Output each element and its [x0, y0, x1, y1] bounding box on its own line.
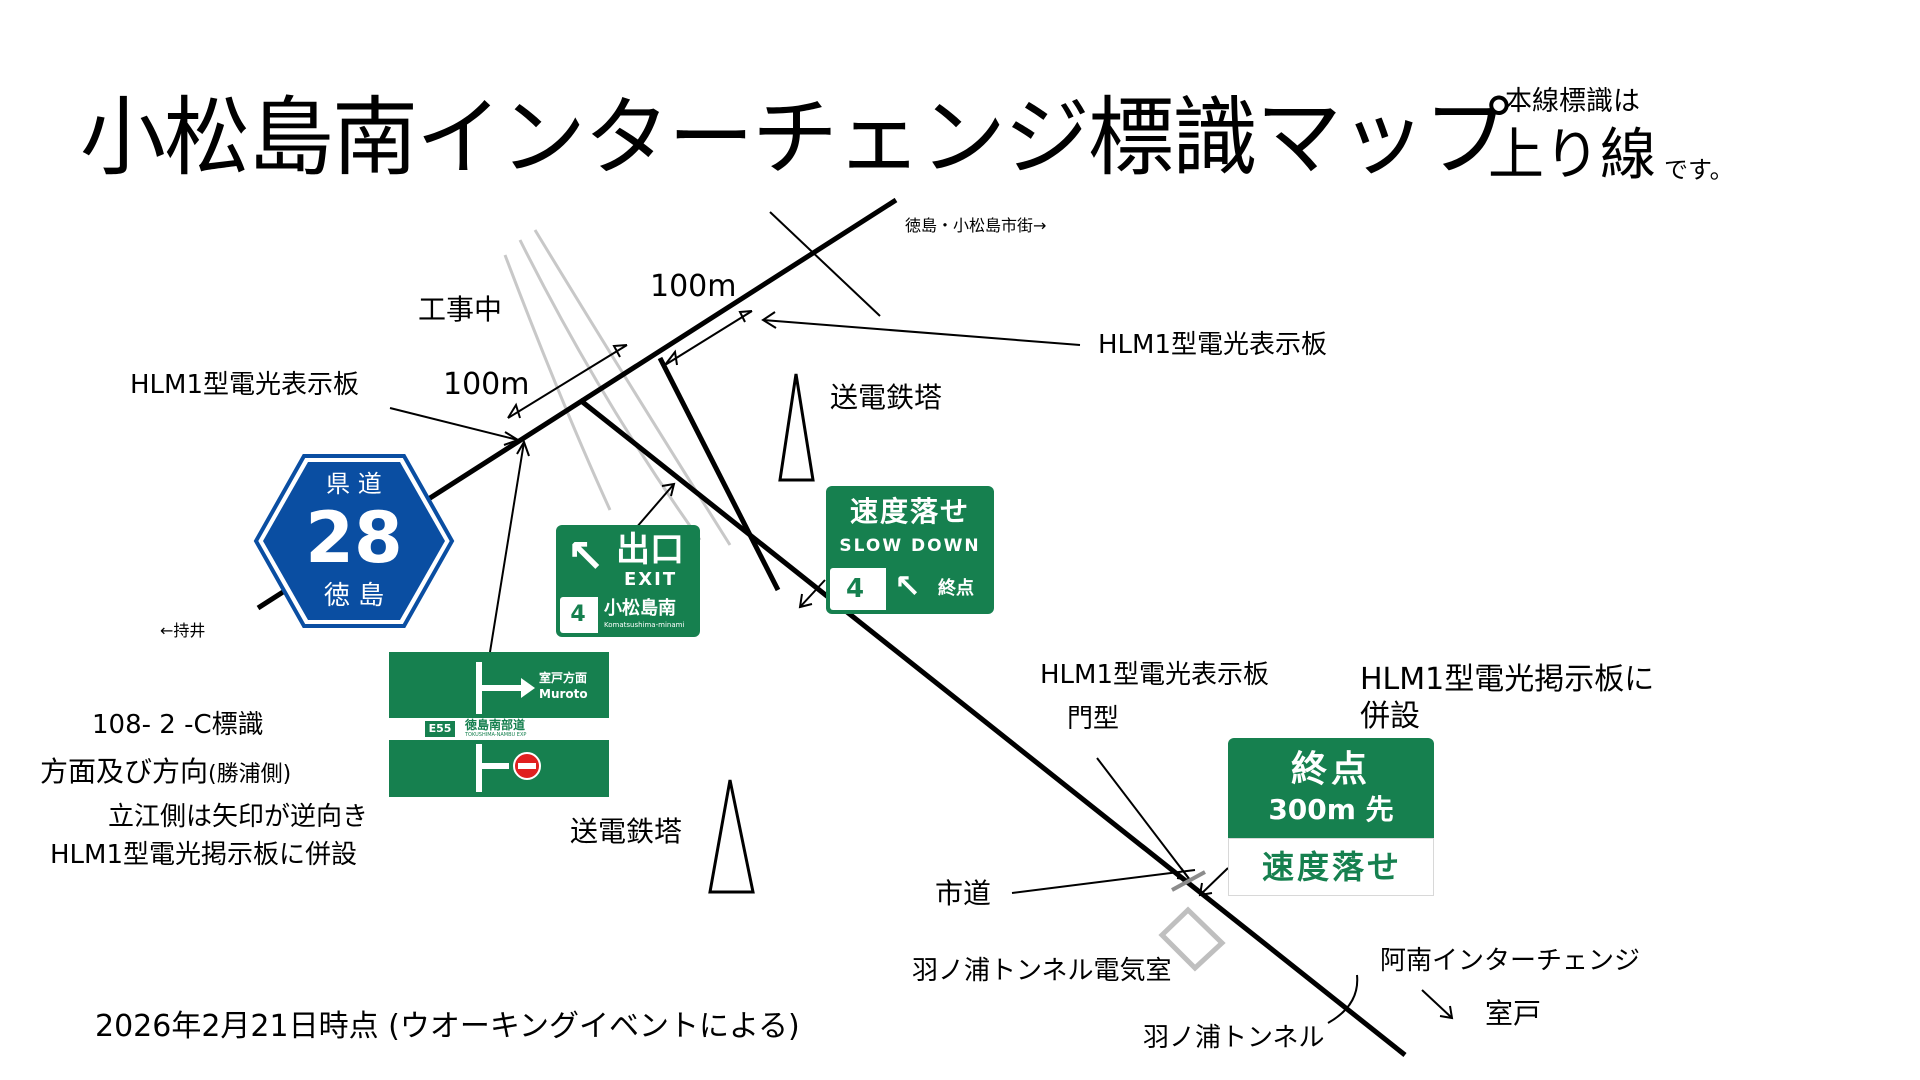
- slow-sign-end: 終点: [938, 578, 974, 599]
- label-108-c: 立江側は矢印が逆向き: [108, 802, 369, 832]
- label-construction: 工事中: [418, 293, 503, 326]
- route-shield-bottom: 徳 島: [324, 581, 384, 611]
- route-shield-top: 県 道: [326, 470, 382, 498]
- label-hlm-gate-a: HLM1型電光表示板: [1040, 660, 1270, 690]
- exit-sign-name-box: 小松島南 Komatsushima-minami: [598, 597, 696, 633]
- end-sign-top: 終点 300m 先: [1228, 738, 1434, 838]
- label-dist-lower: 100m: [443, 367, 530, 402]
- label-hlm-attach-b: 併設: [1360, 699, 1420, 734]
- pointer-tunnel: [1327, 974, 1359, 1024]
- route-shield-fill: [263, 462, 445, 620]
- end-sign-distance: 300m 先: [1268, 793, 1394, 826]
- dir-sign-place-jp: 室戸方面: [539, 671, 588, 685]
- gate-mark: [1171, 870, 1206, 892]
- label-hanoura-tunnel: 羽ノ浦トンネル: [1143, 1023, 1325, 1053]
- dir-sign-route-en: TOKUSHIMA-NAMBU EXP: [465, 732, 527, 738]
- diagonal-road-south: [578, 398, 1407, 1057]
- label-hlm-attach-a: HLM1型電光掲示板に: [1360, 662, 1655, 697]
- city-road-pointer: [1011, 869, 1196, 894]
- exit-sign-name-jp: 小松島南: [604, 598, 676, 619]
- end-sign-slow: 速度落せ: [1261, 848, 1402, 886]
- page-title: 小松島南インターチェンジ標識マップ: [80, 88, 1510, 188]
- exit-sign-en: EXIT: [624, 569, 678, 590]
- muroto-arrow: [1421, 989, 1453, 1019]
- label-hanoura-elec: 羽ノ浦トンネル電気室: [912, 956, 1172, 986]
- pointer-dir-sign: [489, 441, 525, 653]
- exit-sign-jp: 出口: [616, 530, 684, 570]
- note-big: 上り線: [1488, 123, 1656, 188]
- label-108-b-small: (勝浦側): [208, 762, 292, 787]
- label-dist-upper: 100m: [650, 269, 737, 304]
- label-tower-upper: 送電鉄塔: [830, 381, 943, 414]
- cross-line-top: [769, 211, 881, 317]
- route-shield-28: 県 道 28 徳 島: [253, 454, 455, 628]
- slow-down-sign: 速度落せ SLOW DOWN 4 ↖ 終点: [826, 486, 994, 614]
- label-hlm-gate-b: 門型: [1067, 704, 1120, 734]
- slow-arrow-icon: ↖: [894, 567, 921, 605]
- route-shield-number: 28: [305, 497, 402, 579]
- pointer-hlm-right: [762, 319, 1081, 346]
- dir-sign-band: E55 徳島南部道 TOKUSHIMA-NAMBU EXP: [389, 718, 609, 740]
- label-108-d: HLM1型電光掲示板に併設: [50, 840, 358, 870]
- exit-sign-bottom: 4 小松島南 Komatsushima-minami: [560, 597, 696, 633]
- slow-sign-en: SLOW DOWN: [839, 536, 981, 556]
- exit-arrow-icon: ↖: [566, 529, 605, 583]
- end-sign-jp: 終点: [1290, 749, 1371, 790]
- label-muroto: 室戸: [1485, 997, 1542, 1030]
- note-small: 本線標識は: [1505, 86, 1640, 117]
- slow-sign-bottom: 4 ↖ 終点: [830, 568, 990, 610]
- exit-sign-number: 4: [570, 602, 586, 627]
- label-dir-mochii: ←持井: [160, 621, 206, 640]
- distance-arrow-upper: [664, 310, 753, 366]
- construction-curve-1: [503, 254, 612, 511]
- end-sign: 終点 300m 先 速度落せ: [1228, 738, 1434, 896]
- pointer-exit-sign: [635, 483, 675, 529]
- label-date-note: 2026年2月21日時点 (ウオーキングイベントによる): [95, 1009, 800, 1044]
- exit-sign-name-en: Komatsushima-minami: [604, 621, 685, 629]
- direction-sign-108: 室戸方面 Muroto E55 徳島南部道 TOKUSHIMA-NAMBU EX…: [389, 652, 609, 797]
- tower-upper-shape: [778, 373, 815, 482]
- construction-curve-2: [518, 239, 702, 541]
- label-anan-ic: 阿南インターチェンジ: [1380, 946, 1641, 976]
- pointer-end-sign: [1199, 867, 1229, 896]
- label-108-a: 108- 2 -C標識: [92, 710, 264, 740]
- tower-lower-shape: [708, 779, 755, 894]
- label-dir-tokushima: 徳島・小松島市街→: [905, 216, 1047, 235]
- label-city-road: 市道: [935, 877, 992, 910]
- direction-sign-arrows: [476, 662, 541, 792]
- slow-sign-arrow-box: ↖ 終点: [886, 568, 990, 610]
- note-tail: です。: [1664, 156, 1734, 184]
- distance-arrow-lower: [507, 344, 628, 419]
- slow-sign-number: 4: [845, 574, 865, 604]
- dir-sign-place-en: Muroto: [539, 687, 588, 701]
- pointer-hlm-left: [389, 407, 519, 441]
- label-108-b-main: 方面及び方向: [40, 755, 209, 788]
- electric-room: [1158, 906, 1226, 972]
- end-sign-bottom: 速度落せ: [1228, 838, 1434, 896]
- branch-road: [657, 356, 781, 592]
- dir-sign-badge: E55: [425, 721, 455, 737]
- pointer-slow-sign: [799, 579, 826, 608]
- slow-sign-jp: 速度落せ: [849, 495, 970, 528]
- pointer-gate: [1096, 757, 1191, 881]
- exit-sign-top: ↖ 出口 EXIT: [556, 525, 700, 595]
- exit-sign: ↖ 出口 EXIT 4 小松島南 Komatsushima-minami: [556, 525, 700, 637]
- dir-sign-route-jp: 徳島南部道: [465, 718, 526, 732]
- label-108-b: 方面及び方向(勝浦側): [40, 758, 291, 786]
- label-hlm-left: HLM1型電光表示板: [130, 370, 360, 400]
- label-tower-lower: 送電鉄塔: [570, 815, 683, 848]
- label-hlm-right: HLM1型電光表示板: [1098, 330, 1328, 360]
